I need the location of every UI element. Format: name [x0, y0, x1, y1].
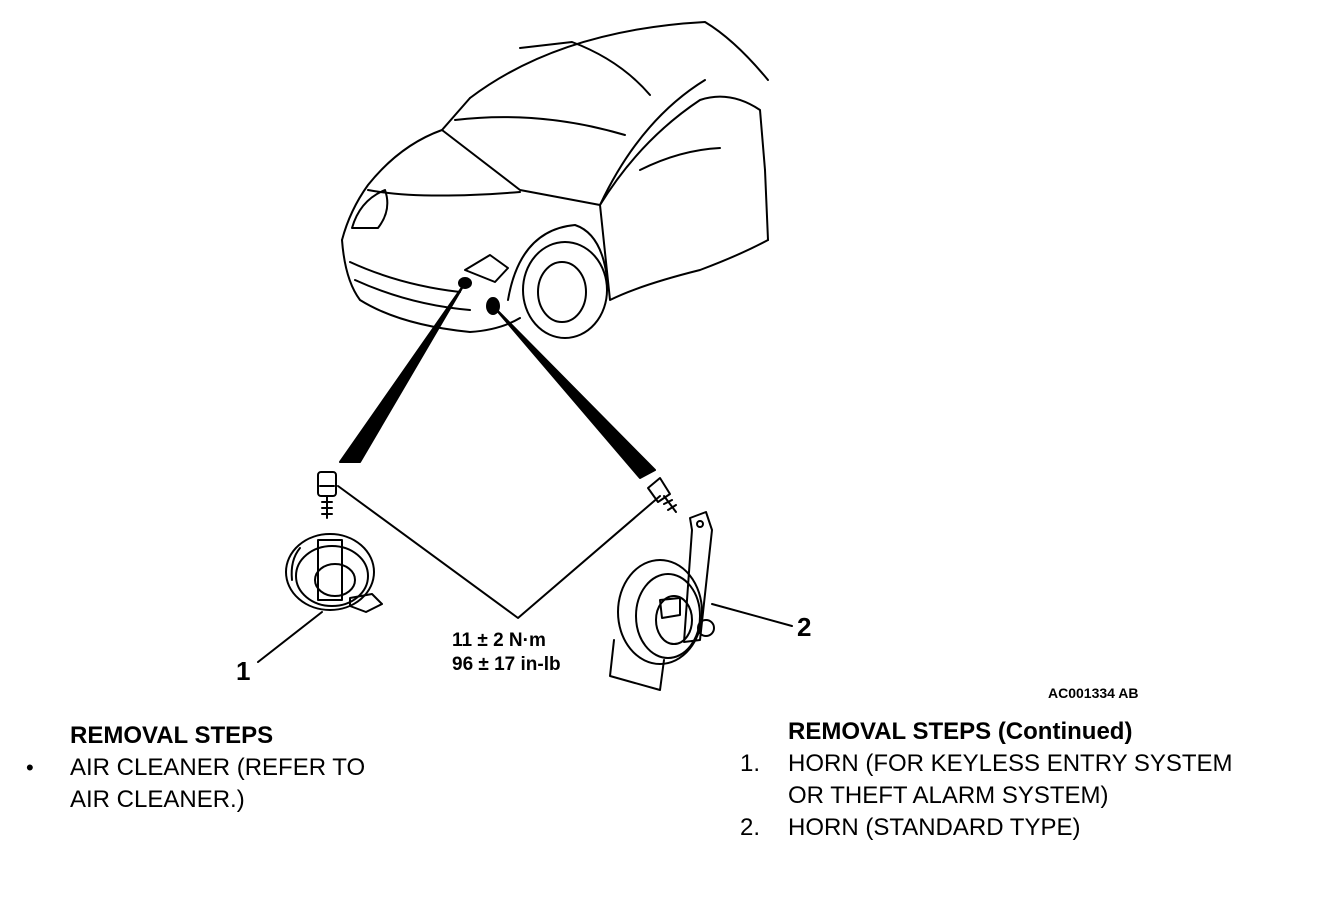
step-item: • AIR CLEANER (REFER TO AIR CLEANER.) — [26, 752, 490, 816]
callout-1-label: 1 — [236, 656, 250, 686]
step-number: 2. — [740, 814, 761, 841]
callout-2-leader — [711, 603, 793, 627]
step-line: HORN (STANDARD TYPE) — [788, 814, 1081, 841]
torque-metric: 11 ± 2 N·m — [452, 630, 546, 651]
callout-1-leader — [257, 611, 323, 663]
step-line: AIR CLEANER.) — [70, 786, 245, 813]
bullet-marker: • — [26, 755, 34, 780]
removal-steps-continued-heading: REMOVAL STEPS (Continued) — [788, 718, 1133, 745]
removal-steps-right: REMOVAL STEPS (Continued) 1. HORN (FOR K… — [740, 716, 1308, 844]
callout-2-label: 2 — [797, 612, 811, 642]
bolt-left — [317, 471, 337, 519]
step-line: AIR CLEANER (REFER TO — [70, 754, 366, 781]
removal-steps-heading: REMOVAL STEPS — [70, 722, 274, 749]
car-illustration — [341, 21, 769, 339]
torque-imperial: 96 ± 17 in-lb — [452, 654, 561, 675]
step-line: OR THEFT ALARM SYSTEM) — [788, 782, 1109, 809]
torque-leader — [337, 485, 661, 619]
leader-wedge-left — [339, 282, 466, 463]
figure-code: AC001334 AB — [1048, 685, 1139, 701]
step-item: 1. HORN (FOR KEYLESS ENTRY SYSTEM OR THE… — [740, 748, 1308, 812]
step-item: 2. HORN (STANDARD TYPE) — [740, 812, 1308, 844]
bolt-right — [647, 477, 677, 513]
horn-1-illustration — [285, 533, 383, 613]
horn-2-illustration — [609, 511, 715, 691]
leader-wedge-right — [492, 305, 656, 479]
removal-steps-left: REMOVAL STEPS • AIR CLEANER (REFER TO AI… — [26, 720, 490, 816]
step-line: HORN (FOR KEYLESS ENTRY SYSTEM — [788, 750, 1233, 777]
step-number: 1. — [740, 750, 761, 777]
